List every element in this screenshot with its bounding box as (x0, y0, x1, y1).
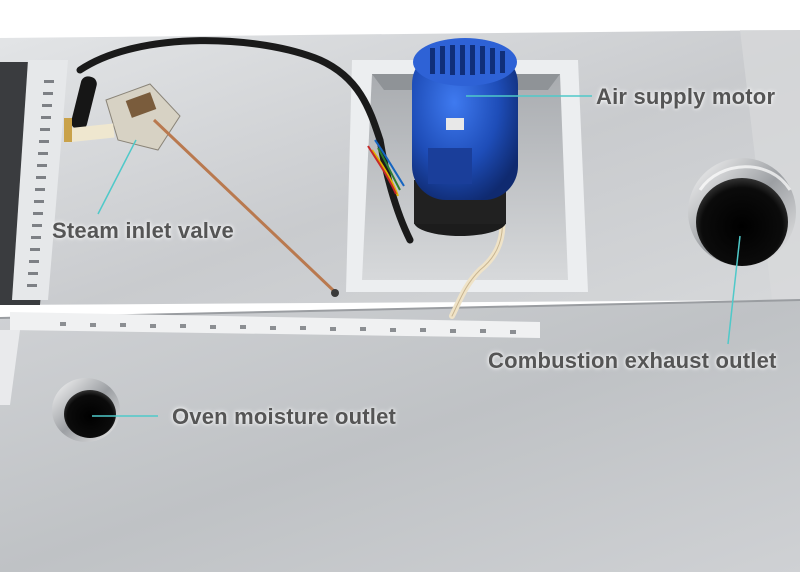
label-oven-moisture-outlet: Oven moisture outlet (172, 404, 397, 429)
air-supply-motor (412, 38, 518, 236)
steam-inlet-valve (64, 83, 339, 297)
callout-line-steam (97, 139, 137, 215)
perforated-rail-left (27, 80, 54, 287)
label-steam-inlet-valve: Steam inlet valve (52, 218, 234, 243)
callout-lines (92, 95, 741, 417)
combustion-exhaust-outlet (688, 158, 796, 266)
oven-moisture-outlet (52, 378, 120, 442)
callout-line-exhaust (727, 235, 741, 345)
label-combustion-exhaust-outlet: Combustion exhaust outlet (488, 348, 777, 373)
perforated-rail-bottom (60, 322, 516, 334)
label-air-supply-motor: Air supply motor (596, 84, 776, 109)
